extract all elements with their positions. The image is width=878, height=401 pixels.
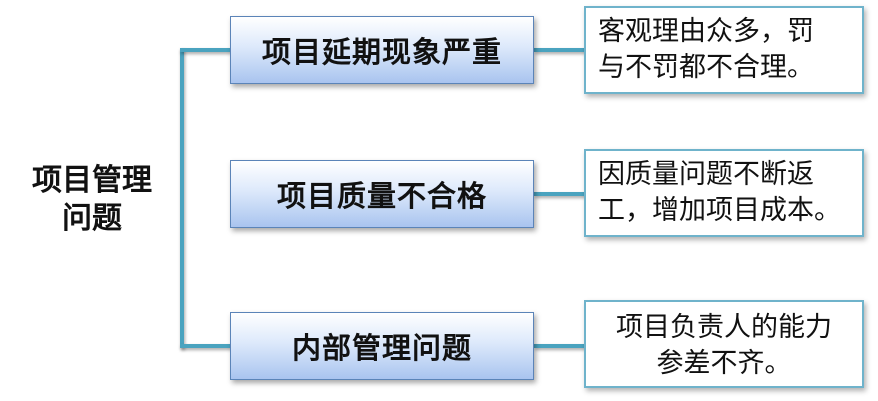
- desc-line: 项目负责人的能力: [616, 312, 832, 343]
- desc-connector-1: [534, 48, 586, 52]
- desc-box-internal-management: 项目负责人的能力 参差不齐。: [584, 300, 864, 388]
- spine-connector: [180, 48, 184, 348]
- branch-box-project-delay: 项目延期现象严重: [230, 16, 534, 84]
- desc-line: 参差不齐。: [656, 348, 792, 379]
- desc-line: 因质量问题不断返: [598, 159, 814, 190]
- desc-box-project-delay: 客观理由众多，罚 与不罚都不合理。: [584, 6, 864, 94]
- desc-line: 客观理由众多，罚: [598, 16, 814, 47]
- branch-box-internal-management: 内部管理问题: [230, 312, 534, 380]
- root-topic-line-1: 项目管理: [32, 163, 152, 198]
- branch-connector-2: [180, 344, 232, 348]
- desc-line: 工，增加项目成本。: [598, 195, 841, 226]
- desc-connector-3: [534, 344, 586, 348]
- desc-connector-2: [534, 192, 586, 196]
- desc-line: 与不罚都不合理。: [598, 52, 814, 83]
- branch-box-quality-issue: 项目质量不合格: [230, 160, 534, 228]
- branch-connector-1: [180, 48, 232, 52]
- root-topic-line-2: 问题: [62, 201, 122, 236]
- desc-box-quality-issue: 因质量问题不断返 工，增加项目成本。: [584, 149, 864, 237]
- root-topic: 项目管理 问题: [14, 162, 170, 238]
